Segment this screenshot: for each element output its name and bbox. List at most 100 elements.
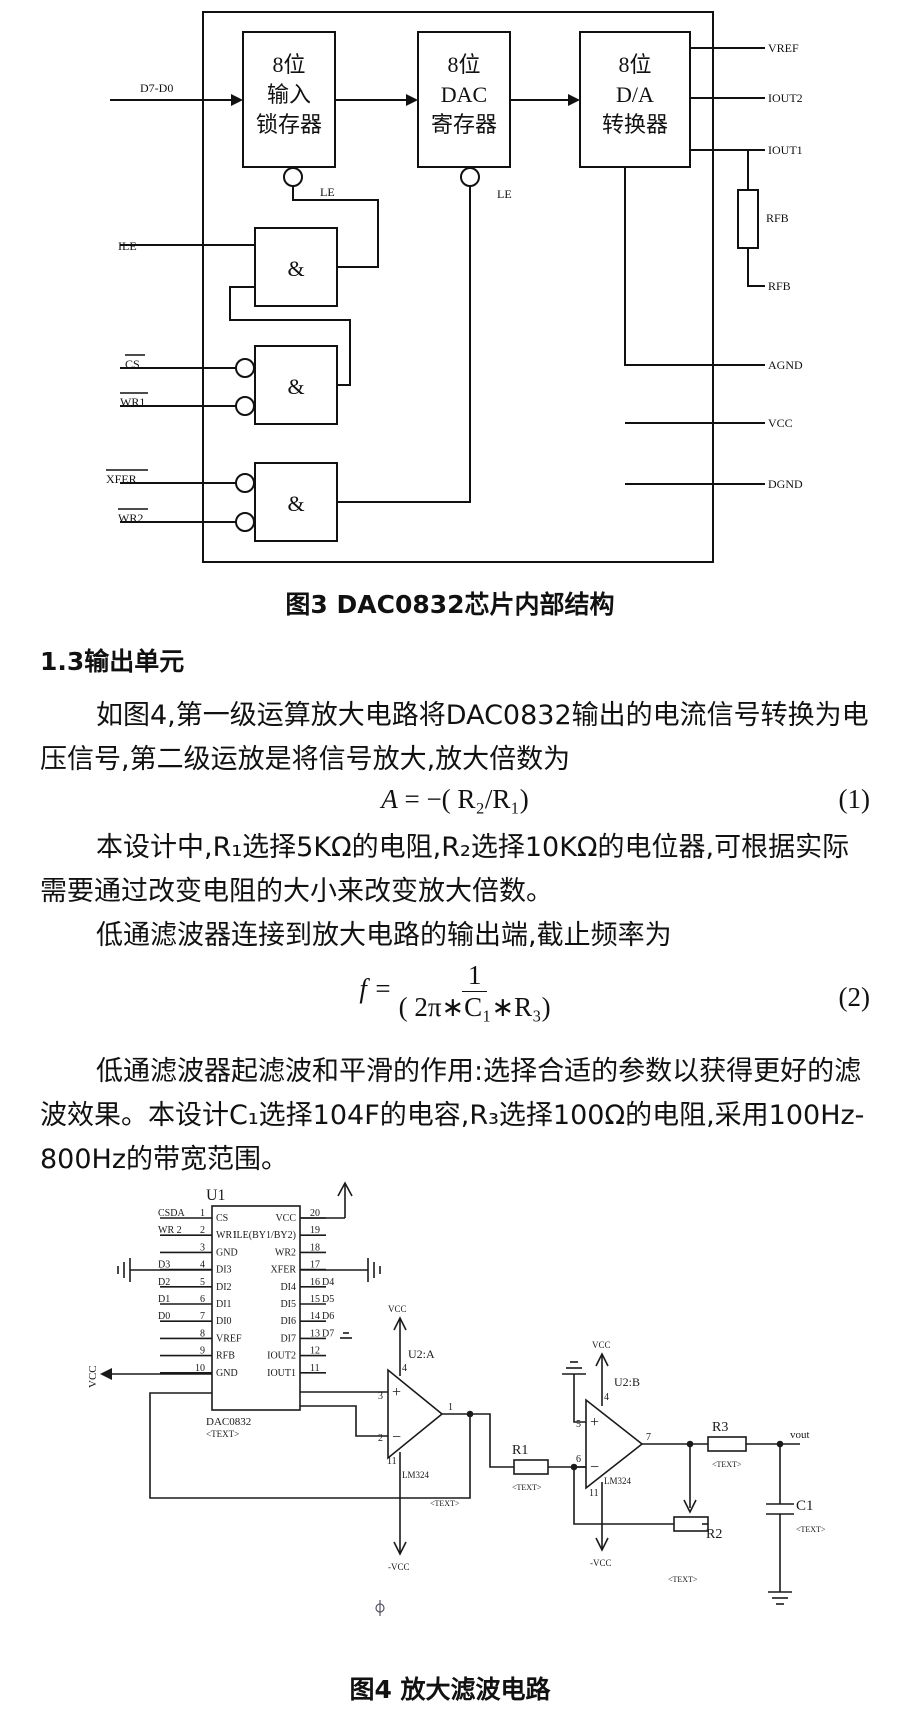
- u1-right-pin-name: DI5: [280, 1299, 296, 1310]
- figure4-caption: 图4 放大滤波电路: [349, 1675, 551, 1704]
- u1-left-pin-name: RFB: [216, 1351, 235, 1362]
- u2b-plus: +: [590, 1414, 599, 1431]
- paragraph-2: 本设计中,R₁选择5KΩ的电阻,R₂选择10KΩ的电位器,可根据实际需要通过改变…: [40, 832, 850, 907]
- u1-left-pin-name: CS: [216, 1213, 228, 1224]
- u1-right-pin-number: 14: [310, 1311, 320, 1322]
- paragraph-4: 低通滤波器起滤波和平滑的作用:选择合适的参数以获得更好的滤波效果。本设计C₁选择…: [40, 1056, 865, 1175]
- pin-iout2: IOUT2: [768, 91, 803, 105]
- u1-left-pin-number: 5: [200, 1277, 205, 1288]
- u1-right-pin-name: ILE(BY1/BY2): [233, 1230, 296, 1241]
- u1-chip-body: [211, 1205, 301, 1411]
- dac-label-1: 8位: [447, 52, 480, 77]
- u1-chip-name: DAC0832: [206, 1416, 251, 1428]
- paragraph-3: 低通滤波器连接到放大电路的输出端,截止频率为: [96, 920, 672, 951]
- u2b-pin4: 4: [604, 1392, 609, 1403]
- paragraph-1: 如图4,第一级运算放大电路将DAC0832输出的电流信号转换为电压信号,第二级运…: [40, 700, 869, 775]
- r2-label: R2: [706, 1527, 722, 1542]
- u2a-part: LM324: [402, 1470, 430, 1480]
- pin-cs: CS: [125, 357, 140, 371]
- u1-left-pin-number: 9: [200, 1346, 205, 1357]
- gate3-symbol: &: [287, 491, 304, 516]
- u1-left-pin-number: 7: [200, 1311, 205, 1322]
- eq2-number: (2): [838, 982, 870, 1012]
- vcc-side-label: VCC: [87, 1365, 99, 1388]
- u1-left-pin-number: 8: [200, 1328, 205, 1339]
- u2a-plus: +: [392, 1384, 401, 1401]
- u1-right-pin-name: XFER: [270, 1265, 296, 1276]
- u1-text-tag: <TEXT>: [206, 1429, 239, 1439]
- vout-label: vout: [790, 1429, 810, 1441]
- u1-right-pin-number: 19: [310, 1225, 320, 1236]
- u1-left-pin-name: WR1: [216, 1230, 237, 1241]
- u1-left-net: D0: [158, 1311, 170, 1322]
- u1-right-pin-number: 17: [310, 1260, 320, 1271]
- section-heading: 1.3输出单元: [40, 647, 185, 676]
- c1-label: C1: [796, 1498, 814, 1514]
- u2b-part: LM324: [604, 1476, 632, 1486]
- u1-right-pin-name: DI6: [280, 1316, 296, 1327]
- u2b-minus: −: [590, 1459, 599, 1476]
- pin-xfer: XFER: [106, 472, 137, 486]
- u1-left-pin-number: 10: [195, 1363, 205, 1374]
- pin-vcc: VCC: [768, 416, 793, 430]
- latch-label-2: 输入: [267, 82, 311, 107]
- equation-1: A = −( R₂/R₁) (1): [40, 784, 870, 824]
- u1-left-net: D3: [158, 1260, 170, 1271]
- u2a-opamp: [387, 1368, 444, 1460]
- u2b-neg-vcc: -VCC: [590, 1558, 612, 1568]
- u2b-label: U2:B: [614, 1375, 640, 1389]
- equation-2: f = 1 ( 2π∗C₁∗R₃) (2): [40, 960, 870, 1040]
- pin-wr2: WR2: [118, 511, 143, 525]
- rfb-resistor-label: RFB: [766, 211, 789, 225]
- u2b-pin6: 6: [576, 1454, 581, 1465]
- u2b-pin5: 5: [576, 1419, 581, 1430]
- u2b-opamp: [585, 1398, 644, 1490]
- figure3-caption: 图3 DAC0832芯片内部结构: [285, 590, 615, 619]
- u1-right-pin-name: IOUT2: [267, 1351, 296, 1362]
- eq2-numerator: 1: [461, 960, 488, 992]
- pin-iout1: IOUT1: [768, 143, 803, 157]
- u1-right-pin-name: WR2: [275, 1247, 296, 1258]
- u1-left-pin-number: 2: [200, 1225, 205, 1236]
- pin-le1: LE: [320, 185, 335, 199]
- u1-left-net: CSDA: [158, 1208, 185, 1219]
- u2a-vcc: VCC: [388, 1304, 407, 1314]
- u2a-pin3: 3: [378, 1391, 383, 1402]
- u1-right-pin-number: 15: [310, 1294, 320, 1305]
- eq2-lhs: f =: [359, 973, 392, 1004]
- le2-bubble: [460, 167, 480, 187]
- u1-right-pin-number: 16: [310, 1277, 320, 1288]
- eq1-number: (1): [838, 784, 870, 814]
- u1-label: U1: [206, 1187, 226, 1204]
- r3-text-tag: <TEXT>: [712, 1460, 742, 1469]
- feedback-text-tag: <TEXT>: [430, 1499, 460, 1508]
- r3-resistor: [707, 1436, 747, 1452]
- pin-ile: ILE: [118, 239, 137, 253]
- u1-left-pin-name: DI0: [216, 1316, 232, 1327]
- u1-left-pin-name: GND: [216, 1368, 238, 1379]
- u2a-pin1: 1: [448, 1402, 453, 1413]
- u1-right-pin-number: 13: [310, 1328, 320, 1339]
- gate1-symbol: &: [287, 256, 304, 281]
- u1-right-net: D4: [322, 1277, 334, 1288]
- r1-label: R1: [512, 1443, 528, 1458]
- u1-left-pin-number: 6: [200, 1294, 205, 1305]
- figure4-circuit: + − + − CS1VCC20CSDAWR12ILE(BY1/BY2)19WR…: [87, 1181, 826, 1616]
- u1-left-pin-name: GND: [216, 1247, 238, 1258]
- u1-right-net: D6: [322, 1311, 334, 1322]
- u1-left-pin-number: 1: [200, 1208, 205, 1219]
- u1-left-pin-name: DI3: [216, 1265, 232, 1276]
- u1-left-pin-name: DI1: [216, 1299, 232, 1310]
- r3-label: R3: [712, 1420, 728, 1435]
- r1-resistor: [513, 1459, 549, 1475]
- u2a-minus: −: [392, 1429, 401, 1446]
- u2a-label: U2:A: [408, 1347, 435, 1361]
- figure3-block-diagram: 8位 输入 锁存器 8位 DAC 寄存器 8位 D/A 转换器 & & & D7…: [106, 11, 803, 563]
- eq1-lhs: A: [381, 784, 398, 814]
- u1-left-net: D1: [158, 1294, 170, 1305]
- gate2-symbol: &: [287, 374, 304, 399]
- u1-right-pin-number: 11: [310, 1363, 320, 1374]
- u1-right-pin-number: 20: [310, 1208, 320, 1219]
- u1-left-net: WR 2: [158, 1225, 182, 1236]
- da-label-2: D/A: [616, 82, 654, 107]
